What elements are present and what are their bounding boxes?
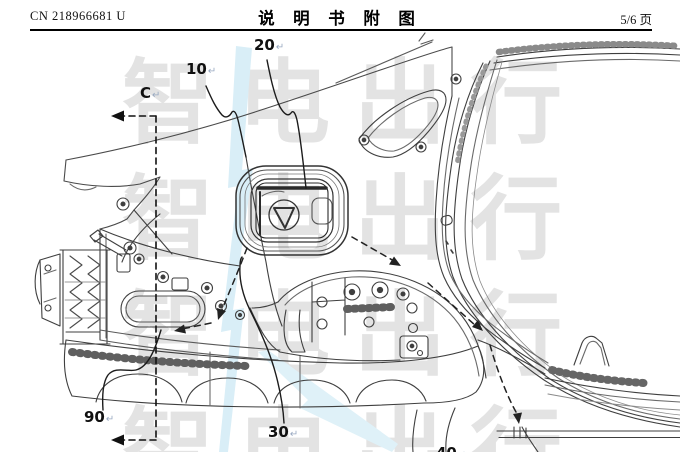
figure-label-20: 20↵ (254, 36, 285, 54)
dashed-arrows (181, 236, 517, 413)
crash-box (34, 229, 127, 345)
rear-pillar (434, 40, 680, 428)
partial-section-view (412, 407, 680, 452)
return-mark-icon: ↵ (152, 90, 161, 101)
quarter-window-bracket (358, 73, 462, 158)
return-mark-icon: ↵ (105, 414, 115, 425)
patent-number: CN 218966681 U (30, 9, 126, 23)
page-indicator: 5/6 页 (620, 13, 652, 27)
figure-label-30: 30↵ (268, 423, 299, 441)
return-mark-icon: ↵ (458, 450, 466, 452)
watermark-row: 智电出行 (122, 50, 587, 157)
header-rule (30, 29, 652, 31)
return-mark-icon: ↵ (275, 42, 285, 53)
watermark-row: 智电出行 (122, 166, 587, 273)
rocker-sill (544, 335, 680, 411)
charge-port (235, 165, 349, 256)
wheel-house (249, 270, 546, 379)
upper-bracket (116, 197, 173, 265)
figure-label-90: 90↵ (84, 408, 115, 426)
inner-panel (65, 156, 283, 341)
dashed-arrowhead-icons (174, 256, 522, 424)
section-arrow-icons (111, 110, 124, 446)
figure-label-C: C↵ (140, 84, 161, 102)
figure-label-40-partial: 40↵ (436, 446, 466, 452)
page-title: 说 明 书 附 图 (258, 10, 422, 28)
return-mark-icon: ↵ (207, 66, 217, 77)
section-line-c (123, 115, 157, 441)
figure-label-10: 10↵ (186, 60, 217, 78)
leader-lines (101, 59, 307, 424)
quarter-panel-outline (63, 32, 453, 230)
return-mark-icon: ↵ (289, 429, 299, 440)
